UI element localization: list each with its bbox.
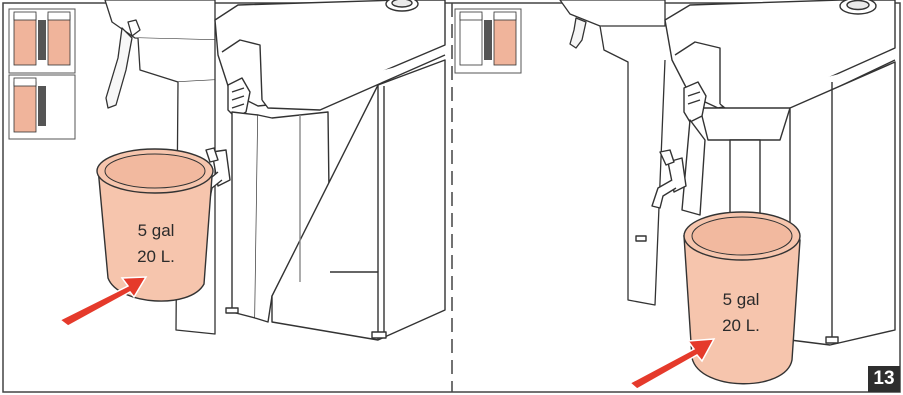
thumbnail-single-brewer [9,75,75,139]
bucket-capacity-gal: 5 gal [138,221,175,240]
bucket-left: 5 gal 20 L. [97,149,213,301]
thumbnail-dual-brewer [9,9,75,73]
panel-left: 5 gal 20 L. [9,0,445,340]
bucket-capacity-gal: 5 gal [723,290,760,309]
bucket-capacity-liters: 20 L. [137,247,175,266]
thumbnail-dual-brewer [455,9,521,73]
panel-right: 5 gal 20 L. [455,0,895,389]
bucket-capacity-liters: 20 L. [722,316,760,335]
step-number-badge: 13 [868,366,900,392]
arrow-icon [60,277,146,326]
